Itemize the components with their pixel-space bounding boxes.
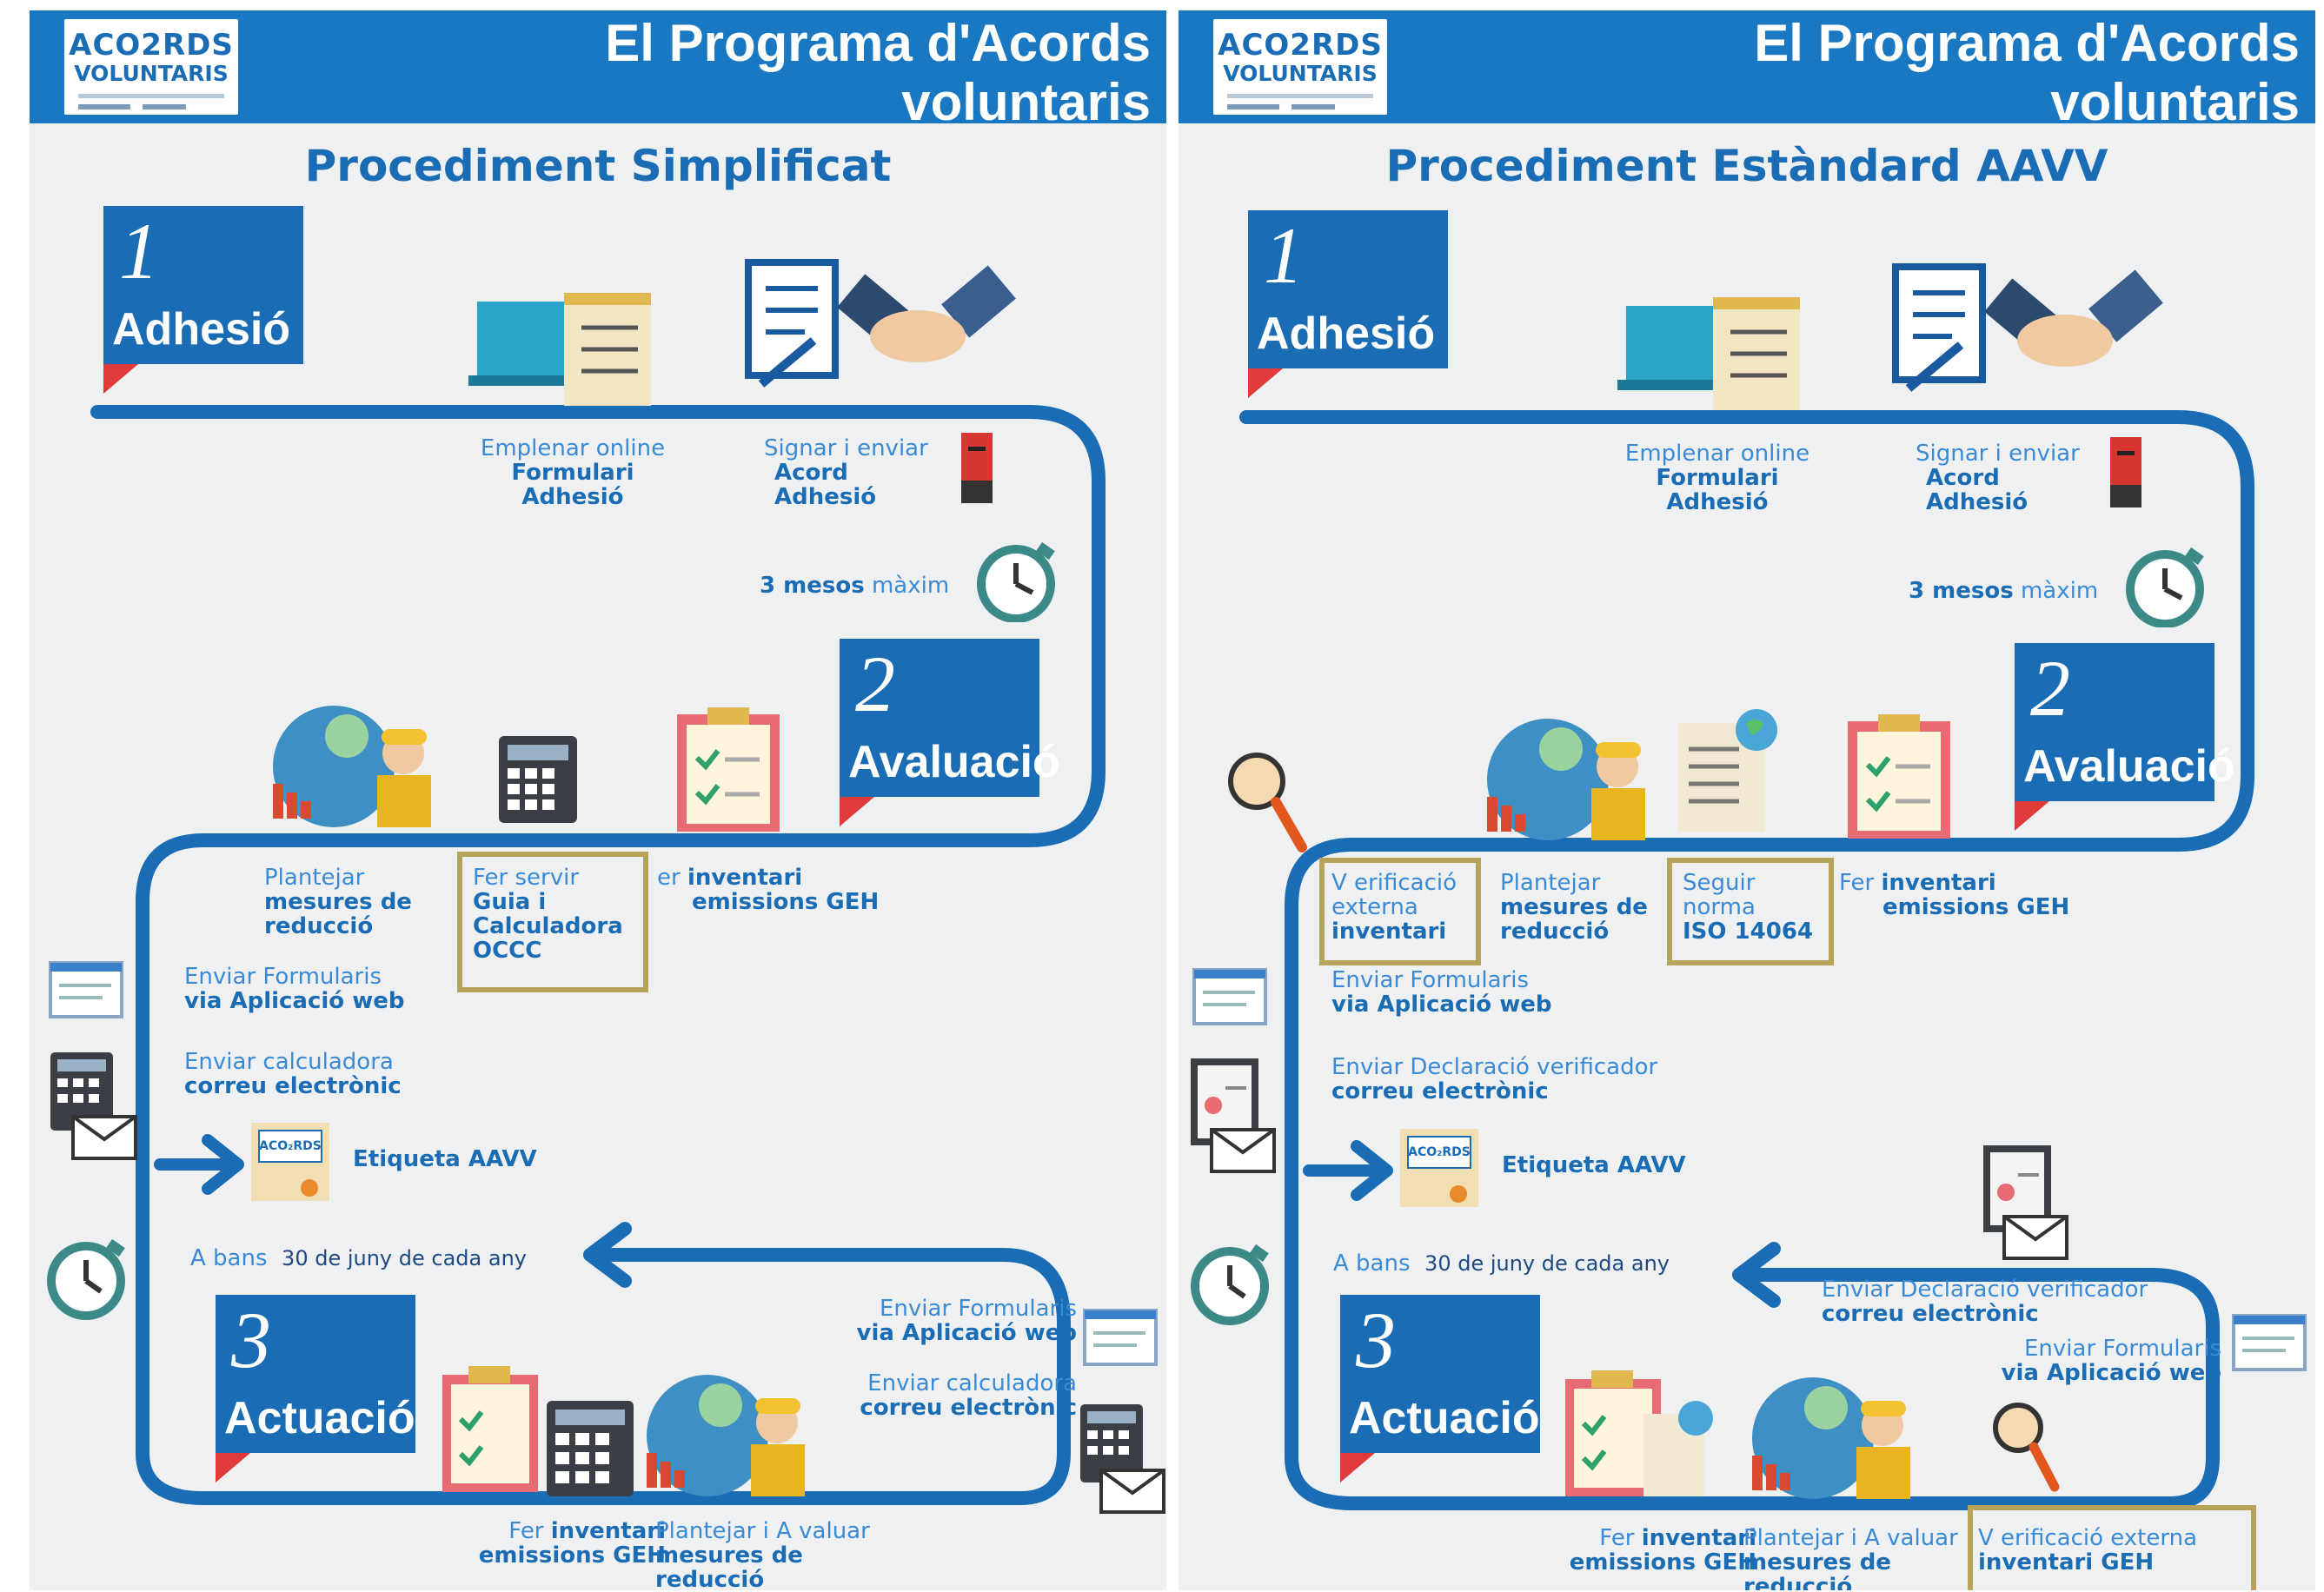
mailbox-icon (2110, 437, 2141, 507)
highlight-iso-box (1667, 858, 1834, 965)
svg-text:ACO₂RDS: ACO₂RDS (1408, 1145, 1471, 1159)
emissions-worker-icon (647, 1375, 805, 1496)
etiqueta-aavv-text: Etiqueta AAVV (1502, 1152, 1686, 1178)
web-form-icon (49, 961, 123, 1018)
emissions-worker-icon (273, 706, 431, 827)
acords-logo: ACO2RDS VOLUNTARIS (64, 19, 238, 115)
acords-logo: ACO2RDS VOLUNTARIS (1213, 19, 1387, 115)
emissions-worker-icon (1752, 1377, 1910, 1499)
step-1-adhesio: 1 Adhesió (103, 206, 303, 394)
logo-text-2: VOLUNTARIS (1223, 61, 1378, 86)
calculator-icon (499, 736, 577, 823)
web-form-icon (1192, 968, 1267, 1025)
web-form-icon (2232, 1314, 2307, 1371)
process-path (90, 405, 1106, 1505)
aavv-label-icon: ACO₂RDS (1400, 1129, 1478, 1207)
step-1-adhesio: 1 Adhesió (1248, 210, 1448, 398)
procedure-title: Procediment Estàndard AAVV (1385, 141, 2108, 191)
aavv-label-icon: ACO₂RDS (251, 1123, 329, 1201)
etiqueta-aavv-text: Etiqueta AAVV (353, 1146, 537, 1172)
label-arrow-icon (1351, 1140, 1393, 1201)
return-arrow-icon (1732, 1242, 1781, 1308)
highlight-guia-box (457, 852, 648, 992)
checklist-icon (1848, 714, 1950, 839)
step-3-actuacio: 3 Actuació (216, 1295, 415, 1483)
procedure-title: Procediment Simplificat (304, 141, 892, 191)
logo-text-1: ACO2RDS (69, 28, 234, 63)
max-3-months-text: 3 mesos màxim (760, 573, 950, 599)
mailbox-icon (961, 433, 993, 503)
laptop-form-icon (1617, 297, 1800, 410)
label-arrow-icon (202, 1134, 244, 1195)
clock-icon (47, 1238, 125, 1320)
clock-icon (977, 541, 1055, 622)
return-arrow-icon (583, 1222, 632, 1288)
contract-handshake-icon (1892, 263, 2163, 392)
checklist-calculator-icon (442, 1366, 634, 1496)
report-globe-icon (1678, 709, 1777, 832)
logo-text-2: VOLUNTARIS (74, 61, 229, 86)
step-2-avaluacio: 2 Avaluació (840, 639, 1060, 826)
step-3-actuacio: 3 Actuació (1340, 1295, 1540, 1483)
deadline-text: A bans 30 de juny de cada any (1333, 1250, 1670, 1277)
highlight-verificacio-box (1319, 858, 1481, 965)
web-form-icon (1083, 1309, 1158, 1366)
logo-text-1: ACO2RDS (1218, 28, 1383, 63)
calculator-mail-icon (50, 1052, 137, 1160)
process-path (1239, 410, 2254, 1510)
magnifier-icon (1228, 753, 1307, 852)
clock-icon (1191, 1244, 1269, 1325)
magnifier-icon (1993, 1403, 2060, 1492)
declaration-mail-icon (1983, 1145, 2068, 1260)
emissions-worker-icon (1487, 719, 1645, 840)
contract-handshake-icon (745, 259, 1016, 388)
deadline-text: A bans 30 de juny de cada any (190, 1245, 527, 1271)
clock-icon (2126, 547, 2204, 627)
highlight-verificacio-geh-box (1968, 1505, 2256, 1590)
checklist-report-icon (1565, 1370, 1713, 1496)
step-2-avaluacio: 2 Avaluació (2015, 643, 2235, 831)
max-3-months-text: 3 mesos màxim (1909, 578, 2099, 604)
svg-text:ACO₂RDS: ACO₂RDS (259, 1139, 322, 1153)
checklist-icon (677, 707, 780, 832)
declaration-mail-icon (1191, 1058, 1276, 1173)
calculator-mail-icon (1080, 1404, 1165, 1514)
laptop-form-icon (468, 293, 651, 406)
